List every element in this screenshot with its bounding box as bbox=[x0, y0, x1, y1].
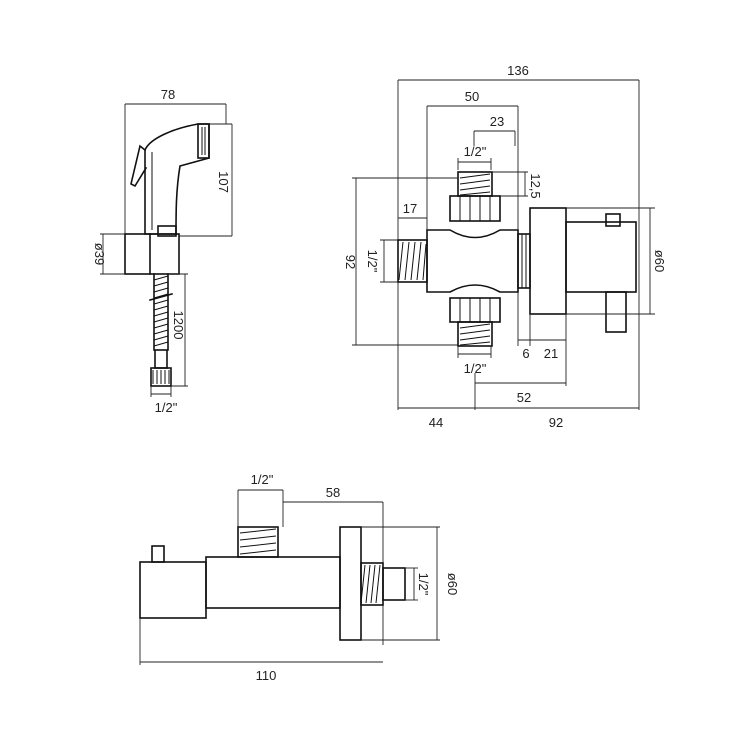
side-body bbox=[205, 556, 341, 609]
height-92-label: 92 bbox=[343, 255, 358, 269]
offset-21-label: 21 bbox=[544, 346, 558, 361]
offset-6-label: 6 bbox=[522, 346, 529, 361]
hose-connector bbox=[150, 367, 172, 387]
wall-flange bbox=[529, 207, 567, 315]
hose-thread-label: 1/2" bbox=[155, 400, 178, 415]
top-nut bbox=[449, 195, 501, 222]
spray-trigger bbox=[130, 144, 148, 188]
side-top-thread-label: 1/2" bbox=[251, 472, 274, 487]
handle-lever-bottom bbox=[605, 291, 627, 333]
valve-front-view: 136 50 23 1/2" 12,5 17 bbox=[343, 63, 667, 430]
control-handle bbox=[565, 221, 637, 293]
nut-height-12-5-label: 12,5 bbox=[528, 173, 543, 198]
flange-diameter-label: ø60 bbox=[652, 250, 667, 272]
bracket-diameter-label: ø39 bbox=[92, 243, 107, 265]
wall-thread-label: 1/2" bbox=[416, 573, 431, 596]
hand-spray-height-label: 107 bbox=[216, 171, 231, 193]
right-92-label: 92 bbox=[549, 415, 563, 430]
left-44-label: 44 bbox=[429, 415, 443, 430]
outlet-width-23-label: 23 bbox=[490, 114, 504, 129]
hand-spray-view: 78 107 ø39 bbox=[92, 87, 233, 415]
overall-length-110-label: 110 bbox=[256, 668, 277, 683]
bottom-thread-label: 1/2" bbox=[464, 361, 487, 376]
offset-52-label: 52 bbox=[517, 390, 531, 405]
valve-side-view: 1/2" 58 1/2" ø60 110 bbox=[139, 472, 460, 683]
hose-length-label: 1200 bbox=[171, 311, 186, 340]
wall-bracket bbox=[124, 233, 180, 275]
handle-lever-top bbox=[605, 213, 621, 227]
side-flange-diameter-label: ø60 bbox=[445, 573, 460, 595]
side-outlet-thread bbox=[397, 239, 428, 283]
side-flange bbox=[339, 526, 362, 641]
bottom-outlet-thread bbox=[457, 321, 493, 347]
side-thread-label: 1/2" bbox=[365, 250, 380, 273]
side-handle bbox=[139, 561, 207, 619]
hose bbox=[149, 273, 173, 351]
top-thread-label: 1/2" bbox=[464, 144, 487, 159]
overall-width-136-label: 136 bbox=[507, 63, 529, 78]
depth-58-label: 58 bbox=[326, 485, 340, 500]
body-width-50-label: 50 bbox=[465, 89, 479, 104]
hand-spray-width-label: 78 bbox=[161, 87, 175, 102]
spray-head-outline bbox=[144, 123, 210, 235]
bottom-nut bbox=[449, 297, 501, 323]
valve-body bbox=[426, 229, 519, 293]
nut-offset-17-label: 17 bbox=[403, 201, 417, 216]
side-knob bbox=[151, 545, 165, 563]
